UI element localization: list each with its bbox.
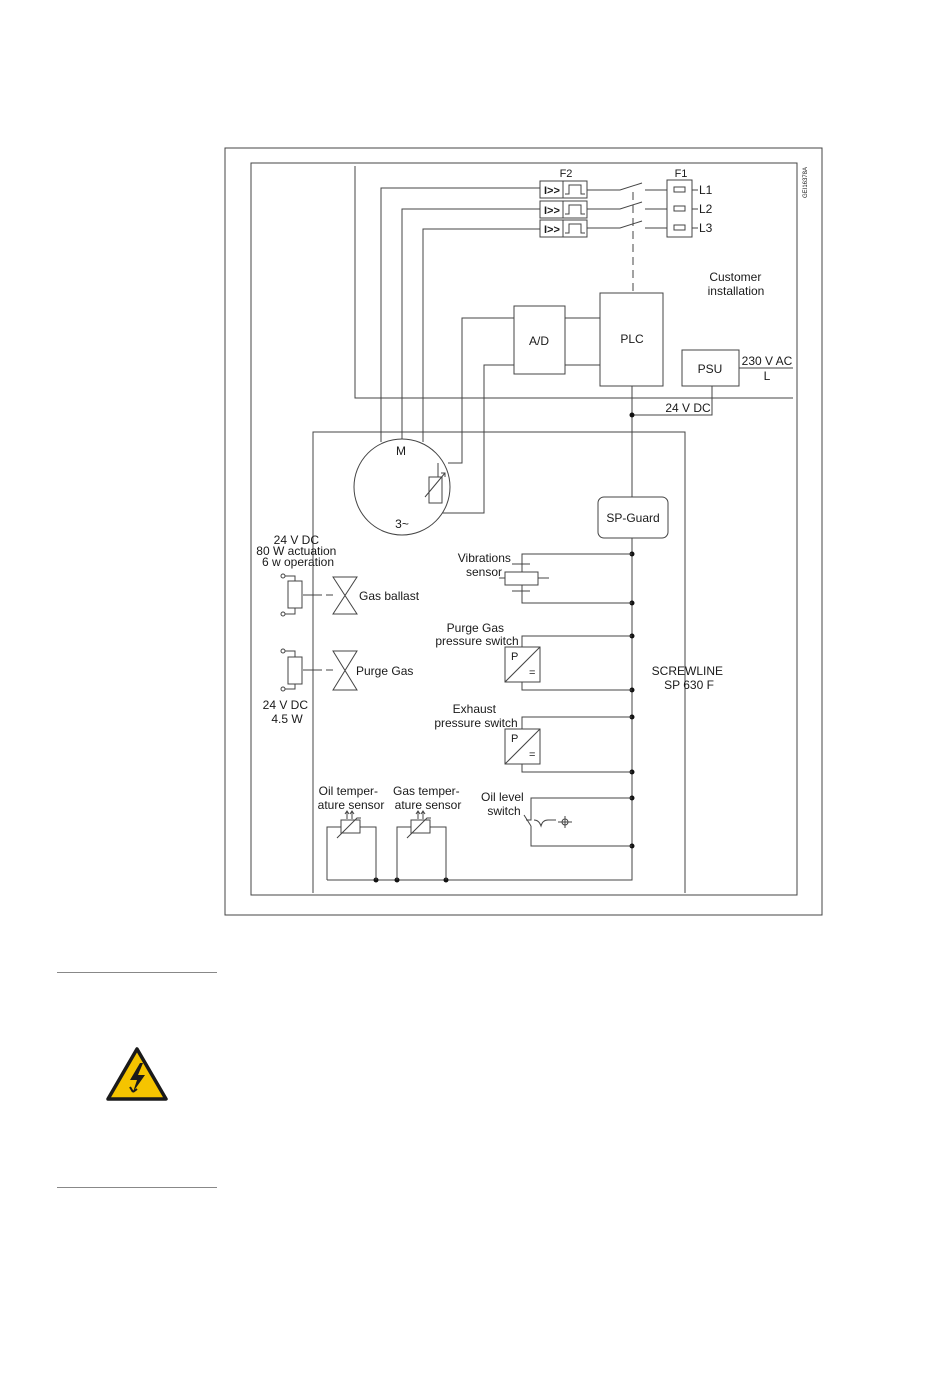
product-label: SCREWLINE SP 630 F: [652, 664, 727, 692]
figure-frame: [224, 147, 823, 916]
ad-converter-block: [513, 305, 566, 375]
motor-symbol: [353, 438, 451, 536]
svg-text:I>>: I>>: [544, 205, 560, 217]
svg-text:=: =: [529, 749, 535, 761]
contactor-switches: [587, 182, 667, 229]
motor-thermistor-symbol: [424, 463, 446, 504]
purge-gas-valve-symbol: [280, 648, 358, 692]
ad-plc-links: [565, 317, 600, 366]
sp-guard-label: SP-Guard: [606, 511, 659, 525]
vibrations-sensor-label: Vibrations sensor: [458, 551, 515, 579]
f2-label: F2: [560, 168, 573, 180]
motor-label: M: [396, 444, 406, 458]
exhaust-pressure-switch-label: Exhaust pressure switch: [434, 702, 517, 730]
svg-text:=: =: [529, 667, 535, 679]
plc-label: PLC: [620, 332, 644, 346]
svg-text:I>>: I>>: [544, 185, 560, 197]
pump-boundary: [312, 431, 686, 893]
phase-l2: L2: [699, 202, 713, 216]
oil-temperature-sensor-symbol: [326, 810, 377, 880]
fuse-symbols: [673, 186, 698, 231]
purge-gas-pressure-switch-symbol: P =: [504, 635, 632, 691]
sp-guard-block: [597, 496, 669, 539]
oil-level-switch-symbol: [523, 797, 632, 847]
dc-bus-lines: [631, 386, 713, 497]
section-rule-bottom: [57, 1187, 217, 1188]
customer-installation-label: Customer installation: [708, 270, 765, 298]
psu-line: L: [764, 369, 771, 383]
vibrations-sensor-symbol: [499, 553, 632, 604]
purge-gas-pressure-switch-label: Purge Gas pressure switch: [435, 621, 518, 648]
motor-phase: 3~: [395, 517, 409, 531]
section-rule-top: [57, 972, 217, 973]
psu-label: PSU: [698, 362, 723, 376]
exhaust-pressure-switch-symbol: P =: [504, 716, 632, 773]
gas-ballast-supply-label: 24 V DC 80 W actuation 6 w operation: [256, 533, 339, 569]
plc-block: [599, 292, 664, 387]
customer-installation-boundary: [354, 166, 793, 399]
svg-text:P: P: [511, 651, 518, 663]
gas-temperature-sensor-label: Gas temper- ature sensor: [393, 784, 463, 812]
oil-temperature-sensor-label: Oil temper- ature sensor: [318, 784, 385, 812]
purge-gas-supply-label: 24 V DC 4.5 W: [263, 698, 312, 726]
figure-id: GEI16378A: [803, 167, 809, 198]
sensor-bus: [327, 538, 633, 881]
breaker-row-3: I>>: [539, 219, 588, 238]
oil-level-switch-label: Oil level switch: [481, 790, 527, 818]
gas-ballast-valve-symbol: [280, 573, 358, 617]
system-boundary: [250, 162, 798, 896]
dc-bus-junction: [629, 412, 635, 418]
psu-voltage: 230 V AC: [742, 354, 793, 368]
breaker-row-1: I>>: [539, 180, 588, 199]
phase-l1: L1: [699, 183, 713, 197]
phase-l3: L3: [699, 221, 713, 235]
dc-bus-label: 24 V DC: [665, 401, 711, 415]
breaker-row-2: I>>: [539, 200, 588, 219]
ad-label: A/D: [529, 334, 549, 348]
svg-text:I>>: I>>: [544, 224, 560, 236]
gas-temperature-sensor-symbol: [396, 810, 447, 880]
f1-label: F1: [675, 168, 688, 180]
psu-block: [681, 349, 740, 387]
purge-gas-label: Purge Gas: [356, 664, 413, 678]
electrical-hazard-warning-icon: [106, 1047, 168, 1101]
gas-ballast-label: Gas ballast: [359, 589, 420, 603]
motor-feed-lines: [380, 187, 540, 442]
svg-text:P: P: [511, 733, 518, 745]
